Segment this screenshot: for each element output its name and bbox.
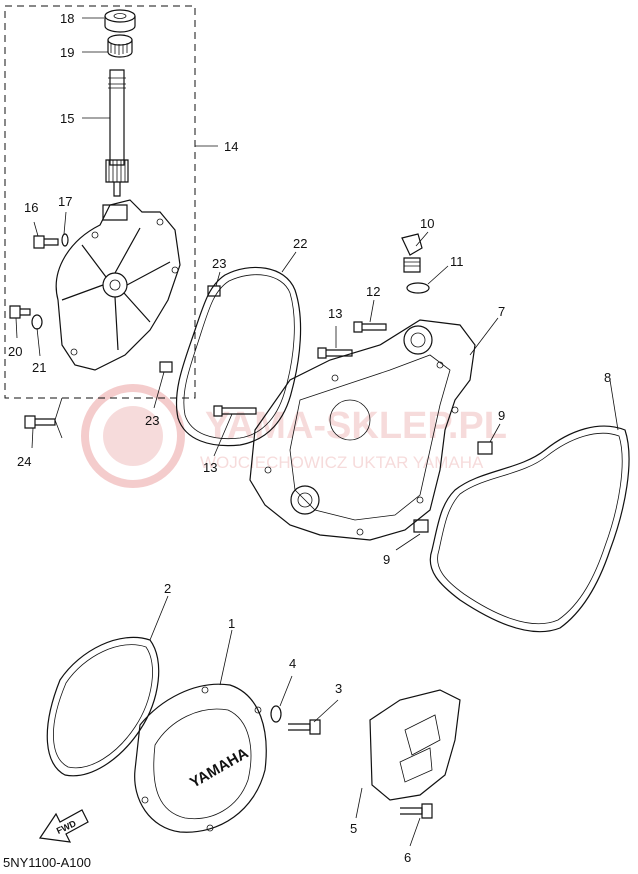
callout-9-lower: 9	[383, 552, 390, 567]
oil-seal-part	[104, 9, 136, 33]
impeller-shaft-part	[105, 69, 129, 197]
callout-23-lower: 23	[145, 413, 159, 428]
o-ring-part	[406, 282, 430, 294]
bolt-13-upper-part	[317, 347, 353, 359]
callout-13-upper: 13	[328, 306, 342, 321]
bearing-part	[107, 34, 133, 58]
bolt-16-part	[33, 235, 59, 249]
callout-10: 10	[420, 216, 434, 231]
dowel-pin-lower-part	[159, 361, 173, 373]
bolt-13-lower-part	[213, 405, 257, 417]
washer-17-part	[61, 233, 69, 247]
callout-12: 12	[366, 284, 380, 299]
washer-4-part	[270, 705, 282, 723]
callout-4: 4	[289, 656, 296, 671]
callout-21: 21	[32, 360, 46, 375]
oil-filler-cap-part	[401, 233, 423, 273]
callout-9-upper: 9	[498, 408, 505, 423]
callout-20: 20	[8, 344, 22, 359]
dowel-9-upper-part	[477, 441, 493, 455]
leader-lines	[15, 17, 619, 847]
callout-6: 6	[404, 850, 411, 865]
watermark-main: YAMA-SKLEP.PL	[205, 405, 507, 447]
bolt-3-part	[288, 719, 321, 735]
callout-22: 22	[293, 236, 307, 251]
bolt-20-part	[9, 305, 31, 319]
bolt-6-part	[400, 803, 433, 819]
callout-7: 7	[498, 304, 505, 319]
magneto-cover-gasket-part	[46, 636, 160, 777]
callout-16: 16	[24, 200, 38, 215]
diagram-code: 5NY1100-A100	[3, 855, 91, 870]
magneto-cover-part: YAMAHA	[134, 683, 267, 833]
callout-18: 18	[60, 11, 74, 26]
callout-19: 19	[60, 45, 74, 60]
callout-5: 5	[350, 821, 357, 836]
watermark-sub: WOJCIECHOWICZ UKTAR YAMAHA	[200, 453, 484, 472]
crankcase-cover-gasket-part	[175, 266, 302, 447]
callout-23-upper: 23	[212, 256, 226, 271]
fwd-arrow-icon: FWD	[38, 809, 89, 843]
dowel-9-lower-part	[413, 519, 429, 533]
crankcase-cover-part	[249, 319, 476, 541]
callout-17: 17	[58, 194, 72, 209]
crankcase-cover-gasket-8-part	[429, 425, 630, 633]
callout-11: 11	[450, 254, 464, 269]
callout-13-lower: 13	[203, 460, 217, 475]
washer-21-part	[31, 314, 43, 330]
callout-1: 1	[228, 616, 235, 631]
callout-24: 24	[17, 454, 31, 469]
water-pump-group-box	[4, 5, 196, 399]
callout-15: 15	[60, 111, 74, 126]
bolt-12-part	[353, 321, 387, 333]
cover-logo: YAMAHA	[187, 745, 251, 792]
callout-8: 8	[604, 370, 611, 385]
callout-2: 2	[164, 581, 171, 596]
water-pump-housing-part	[55, 199, 181, 371]
callout-14: 14	[224, 139, 238, 154]
callout-labels: 18 19 15 14 16 17 20 21 24 23 23 22 12 1…	[8, 11, 611, 865]
callout-3: 3	[335, 681, 342, 696]
sprocket-cover-part	[369, 689, 461, 801]
bolt-24-part	[24, 397, 63, 439]
